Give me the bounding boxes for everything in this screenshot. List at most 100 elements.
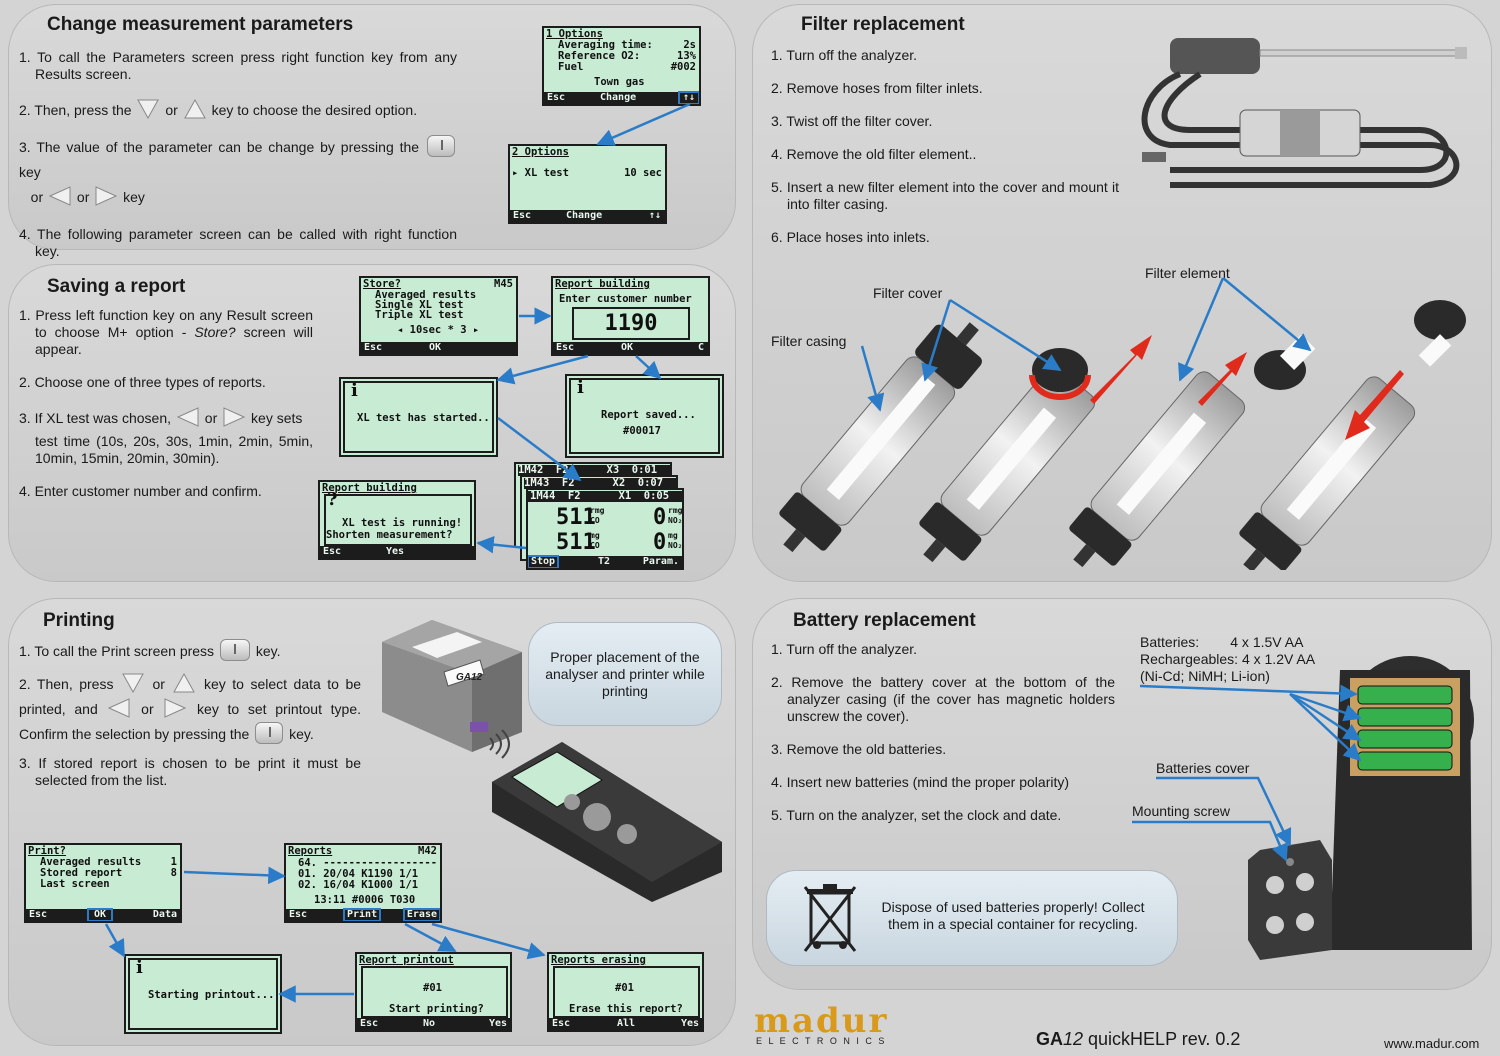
esc-softkey[interactable]: Esc (29, 909, 48, 920)
left-key-icon (108, 698, 130, 718)
data-softkey[interactable]: Data (152, 909, 177, 920)
printer-icon (382, 620, 522, 752)
battery-info: Batteries: 4 x 1.5V AA Rechargeables: 4 … (1140, 634, 1316, 684)
left-key-icon (49, 186, 71, 206)
probe-icon (1141, 38, 1467, 188)
esc-softkey[interactable]: Esc (547, 92, 566, 103)
step-1: 1. To call the Print screen press key. (19, 639, 361, 664)
yes-softkey[interactable]: Yes (488, 1018, 507, 1029)
lcd-report-building-shorten: Report building ? XL test is running! Sh… (318, 480, 476, 560)
step-3: 3. Remove the old batteries. (771, 741, 947, 757)
ok-softkey[interactable]: OK (621, 342, 634, 353)
t2-softkey[interactable]: T2 (598, 556, 611, 567)
lcd-starting-printout: i Starting printout... (128, 958, 278, 1030)
updown-softkey[interactable]: ↑↓ (677, 91, 699, 104)
step-2: 2. Then, press the or key to choose the … (19, 99, 457, 119)
step-3: 3. The value of the parameter can be cha… (19, 135, 457, 210)
info-icon: i (136, 958, 143, 978)
step-1: 1. Turn off the analyzer. (771, 641, 918, 657)
customer-number-field[interactable]: 1190 (572, 307, 690, 340)
step-5: 5. Insert a new filter element into the … (771, 179, 1119, 212)
section-title: Change measurement parameters (47, 14, 354, 35)
ok-softkey[interactable]: OK (429, 342, 442, 353)
esc-softkey[interactable]: Esc (556, 342, 575, 353)
filter-cover-icon (1029, 348, 1091, 400)
print-key-icon (219, 639, 250, 661)
lcd-print: Print? Averaged results 1 Stored report … (24, 843, 182, 923)
lcd-options-2: 2 Options ▸ XL test 10 sec Esc Change ↑↓ (508, 144, 667, 224)
param-softkey[interactable]: Param. (642, 556, 679, 567)
right-key-icon (164, 698, 187, 718)
printer-label: GA12 (456, 672, 483, 683)
stop-softkey[interactable]: Stop (528, 555, 560, 568)
section-title: Filter replacement (801, 14, 965, 35)
step-2: 2. Choose one of three types of reports. (19, 374, 266, 390)
step-6: 6. Place hoses into inlets. (771, 229, 930, 245)
signal-icon (489, 729, 510, 759)
esc-softkey[interactable]: Esc (364, 342, 383, 353)
section-title: Printing (43, 610, 115, 631)
esc-softkey[interactable]: Esc (323, 546, 342, 557)
all-softkey[interactable]: All (617, 1018, 636, 1029)
step-5: 5. Turn on the analyzer, set the clock a… (771, 807, 1062, 823)
lcd-report-building-number: Report building Enter customer number 11… (551, 276, 710, 356)
print-softkey[interactable]: Print (342, 908, 382, 921)
updown-softkey[interactable]: ↑↓ (648, 210, 661, 221)
report-list-item[interactable]: 01. 20/04 K1190 1/1 (298, 868, 419, 880)
change-softkey[interactable]: Change (566, 210, 603, 221)
down-key-icon (122, 673, 144, 693)
lcd-xl-test-1: 1M44 F2 X1 0:05 511 rmg CO 0 rmg NO₂ 511… (526, 488, 684, 570)
step-1: 1. Press left function key on any Result… (19, 307, 314, 357)
step-2: 2. Remove hoses from filter inlets. (771, 80, 983, 96)
report-list-item[interactable]: 02. 16/04 K1000 1/1 (298, 879, 419, 891)
function-bar: Esc OK (361, 342, 516, 354)
lcd-report-saved: i Report saved... #00017 (569, 378, 720, 454)
question-icon: ? (327, 489, 338, 510)
section-title: Saving a report (47, 276, 186, 297)
section-title: Battery replacement (793, 610, 976, 631)
step-2: 2. Then, press or key to select data to … (19, 672, 361, 747)
yes-softkey[interactable]: Yes (680, 1018, 699, 1029)
filter-steps: 1. Turn off the analyzer. 2. Remove hose… (771, 47, 1119, 262)
esc-softkey[interactable]: Esc (513, 210, 532, 221)
left-key-icon (176, 407, 199, 427)
step-3: 3. If XL test was chosen, or key sets (19, 407, 313, 427)
erase-softkey[interactable]: Erase (402, 908, 440, 921)
change-steps: 1. To call the Parameters screen press r… (19, 49, 457, 276)
no-softkey[interactable]: No (423, 1018, 436, 1029)
dispose-note-bubble: Dispose of used batteries properly! Coll… (766, 870, 1178, 966)
step-4: 4. Insert new batteries (mind the proper… (771, 774, 1070, 790)
function-bar: Esc OK Data (26, 908, 180, 921)
info-icon: i (577, 378, 584, 398)
esc-softkey[interactable]: Esc (360, 1018, 379, 1029)
info-icon: i (351, 381, 358, 401)
filter-cover-label: Filter cover (873, 285, 943, 301)
mounting-screw-label: Mounting screw (1132, 803, 1231, 819)
printing-steps: 1. To call the Print screen press key. 2… (19, 639, 361, 805)
batteries-cover-label: Batteries cover (1156, 760, 1250, 776)
esc-softkey[interactable]: Esc (552, 1018, 571, 1029)
esc-softkey[interactable]: Esc (289, 909, 308, 920)
yes-softkey[interactable]: Yes (386, 546, 405, 557)
function-bar: Esc Yes (320, 546, 474, 558)
filter-cover-icon (1254, 334, 1316, 390)
step-2: 2. Remove the battery cover at the botto… (771, 674, 1115, 724)
filter-cover-icon (1414, 300, 1466, 367)
clear-softkey[interactable]: C (697, 342, 704, 353)
right-key-icon (95, 186, 118, 206)
step-4: 4. The following parameter screen can be… (19, 226, 457, 259)
lcd-reports-erasing: Reports erasing #01 Erase this report? E… (547, 952, 704, 1032)
step-3: 3. Twist off the filter cover. (771, 113, 933, 129)
lcd-store: Store? M45 Averaged results Single XL te… (359, 276, 518, 356)
filter-element-label: Filter element (1145, 265, 1230, 281)
function-bar: Esc Change ↑↓ (544, 91, 699, 104)
filter-casing-icon (919, 366, 1096, 563)
recycle-bin-icon (803, 884, 857, 952)
function-bar: Esc Print Erase (286, 908, 440, 921)
step-1: 1. To call the Parameters screen press r… (19, 49, 457, 82)
filter-casing-label: Filter casing (771, 333, 847, 349)
ok-softkey[interactable]: OK (86, 908, 114, 921)
footer-url[interactable]: www.madur.com (1384, 1036, 1480, 1051)
down-key-icon (137, 99, 160, 119)
change-softkey[interactable]: Change (600, 92, 637, 103)
